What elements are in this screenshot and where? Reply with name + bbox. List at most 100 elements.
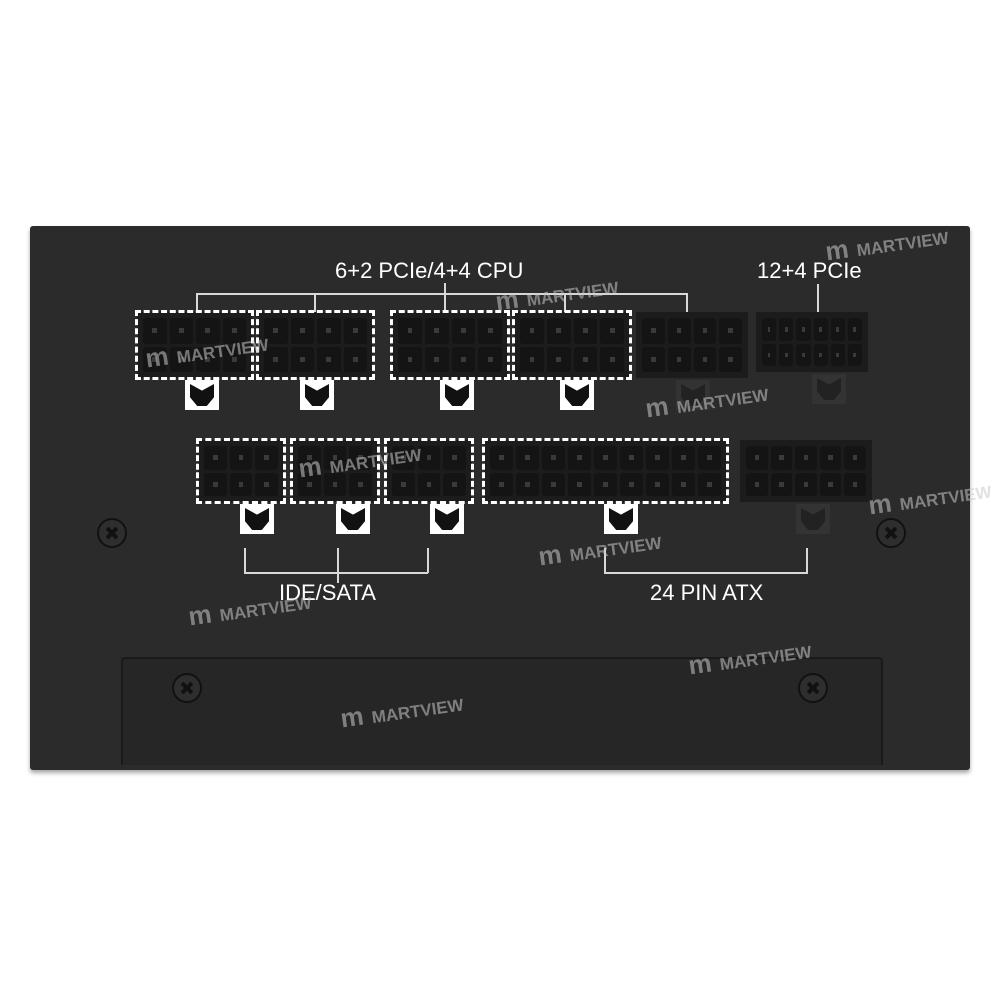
connector-pin — [255, 446, 278, 470]
connector-pin — [490, 446, 513, 470]
connector-pin — [819, 472, 842, 496]
connector-pin — [317, 346, 341, 372]
connector-pin — [762, 318, 777, 341]
connector-atx — [482, 438, 729, 504]
connector-pin — [844, 446, 866, 470]
connector-pin — [290, 318, 314, 344]
screw-icon — [172, 673, 202, 703]
connector-pin — [646, 472, 669, 496]
connector-pin — [204, 446, 227, 470]
connector-pin — [229, 446, 253, 470]
connector-pin — [143, 346, 167, 372]
connector-pin — [770, 446, 793, 470]
connector-pin — [847, 343, 862, 366]
connector-latch-icon — [240, 504, 274, 534]
connector-latch-icon — [430, 504, 464, 534]
connector-pin — [568, 446, 591, 470]
connector-pin — [620, 446, 643, 470]
connector-latch-icon — [440, 380, 474, 410]
label-pcie-cpu: 6+2 PCIe/4+4 CPU — [335, 258, 524, 283]
connector-pin — [417, 472, 441, 496]
connector-pin — [143, 318, 167, 344]
connector-latch-icon — [185, 380, 219, 410]
connector-pin — [813, 318, 828, 341]
connector-pcie-cpu — [256, 310, 375, 380]
connector-pin — [349, 472, 372, 496]
bracket-line — [564, 293, 566, 313]
connector-pin — [698, 446, 721, 470]
connector-pin — [746, 446, 768, 470]
connector-pin — [819, 446, 842, 470]
connector-pin — [600, 318, 624, 344]
connector-pin — [298, 472, 321, 496]
connector-pin — [451, 318, 476, 344]
connector-pcie-cpu — [636, 312, 748, 378]
label-24-pin-atx: 24 PIN ATX — [650, 580, 764, 605]
connector-latch-icon — [812, 374, 846, 404]
label-ide-sata: IDE/SATA — [279, 580, 376, 605]
connector-latch-icon — [560, 380, 594, 410]
connector-pin — [204, 472, 227, 496]
connector-pin — [698, 472, 721, 496]
connector-12+4-pcie — [756, 312, 868, 372]
connector-pin — [795, 446, 817, 470]
connector-ide-sata — [290, 438, 380, 504]
connector-pin — [600, 346, 624, 372]
bracket-line — [817, 284, 819, 312]
connector-pin — [795, 472, 817, 496]
connector-pin — [298, 446, 321, 470]
bracket-line — [196, 293, 198, 313]
bracket-line — [604, 572, 808, 574]
connector-pin — [343, 346, 367, 372]
connector-pin — [317, 318, 341, 344]
connector-pin — [520, 346, 544, 372]
screw-icon — [876, 518, 906, 548]
bracket-line — [604, 548, 606, 573]
connector-ide-sata — [196, 438, 286, 504]
connector-pin — [520, 318, 544, 344]
connector-pin — [546, 318, 571, 344]
connector-latch-icon — [604, 504, 638, 534]
screw-icon — [798, 673, 828, 703]
connector-latch-icon — [300, 380, 334, 410]
connector-pin — [424, 346, 449, 372]
connector-pin — [746, 472, 768, 496]
connector-pin — [169, 346, 193, 372]
connector-atx — [740, 440, 872, 502]
connector-pcie-cpu — [512, 310, 632, 380]
connector-pin — [516, 472, 539, 496]
connector-pin — [672, 472, 695, 496]
connector-pin — [646, 446, 669, 470]
connector-pin — [222, 318, 246, 344]
connector-pin — [667, 318, 691, 344]
connector-pin — [264, 318, 288, 344]
connector-pin — [196, 346, 220, 372]
connector-pin — [343, 318, 367, 344]
connector-pin — [568, 472, 591, 496]
connector-pin — [392, 472, 415, 496]
connector-pin — [762, 343, 777, 366]
connector-pin — [478, 346, 502, 372]
connector-pin — [478, 318, 502, 344]
connector-pin — [451, 346, 476, 372]
connector-pin — [719, 346, 742, 372]
bracket-line — [337, 548, 339, 583]
connector-pin — [642, 346, 665, 372]
connector-pin — [542, 472, 565, 496]
bracket-line — [244, 548, 246, 573]
connector-pin — [779, 343, 794, 366]
connector-pin — [770, 472, 793, 496]
bottom-recess — [121, 657, 883, 765]
bracket-line — [244, 572, 428, 574]
connector-pin — [779, 318, 794, 341]
connector-pin — [573, 346, 598, 372]
connector-pin — [796, 343, 811, 366]
connector-pin — [255, 472, 278, 496]
connector-pin — [844, 472, 866, 496]
screw-icon — [97, 518, 127, 548]
connector-pin — [398, 318, 422, 344]
connector-pin — [719, 318, 742, 344]
connector-pin — [830, 343, 845, 366]
connector-pin — [490, 472, 513, 496]
connector-pin — [813, 343, 828, 366]
